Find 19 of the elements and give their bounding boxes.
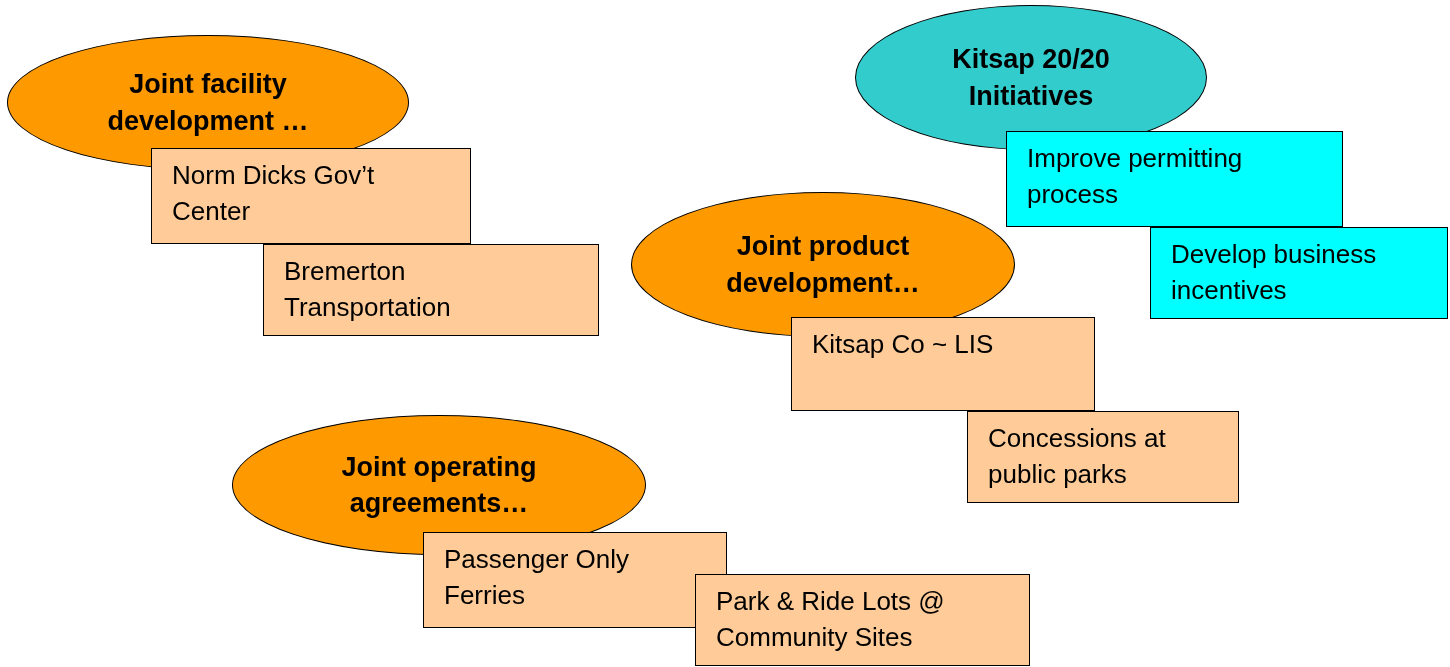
text-box [695,574,1030,666]
ellipse-label: Kitsap 20/20 Initiatives [951,43,1111,113]
ellipse-label: Joint operating agreements… [340,450,538,520]
ellipse-label: Joint facility development … [106,68,310,138]
box-label: Park & Ride Lots @ Community Sites [716,585,946,655]
text-box [151,148,471,244]
text-box [967,411,1239,503]
box-label: Passenger Only Ferries [444,543,630,613]
text-box [791,317,1095,411]
box-label: Develop business incentives [1171,238,1378,308]
box-label: Bremerton Transportation [284,255,452,325]
ellipse-label: Joint product development… [725,230,921,300]
box-label: Norm Dicks Gov’t Center [172,159,376,229]
text-box [1150,227,1448,319]
box-label: Concessions at public parks [988,422,1167,492]
text-box [263,244,599,336]
box-label: Kitsap Co ~ LIS [812,328,994,361]
box-label: Improve permitting process [1027,142,1244,212]
text-box [1006,131,1343,227]
